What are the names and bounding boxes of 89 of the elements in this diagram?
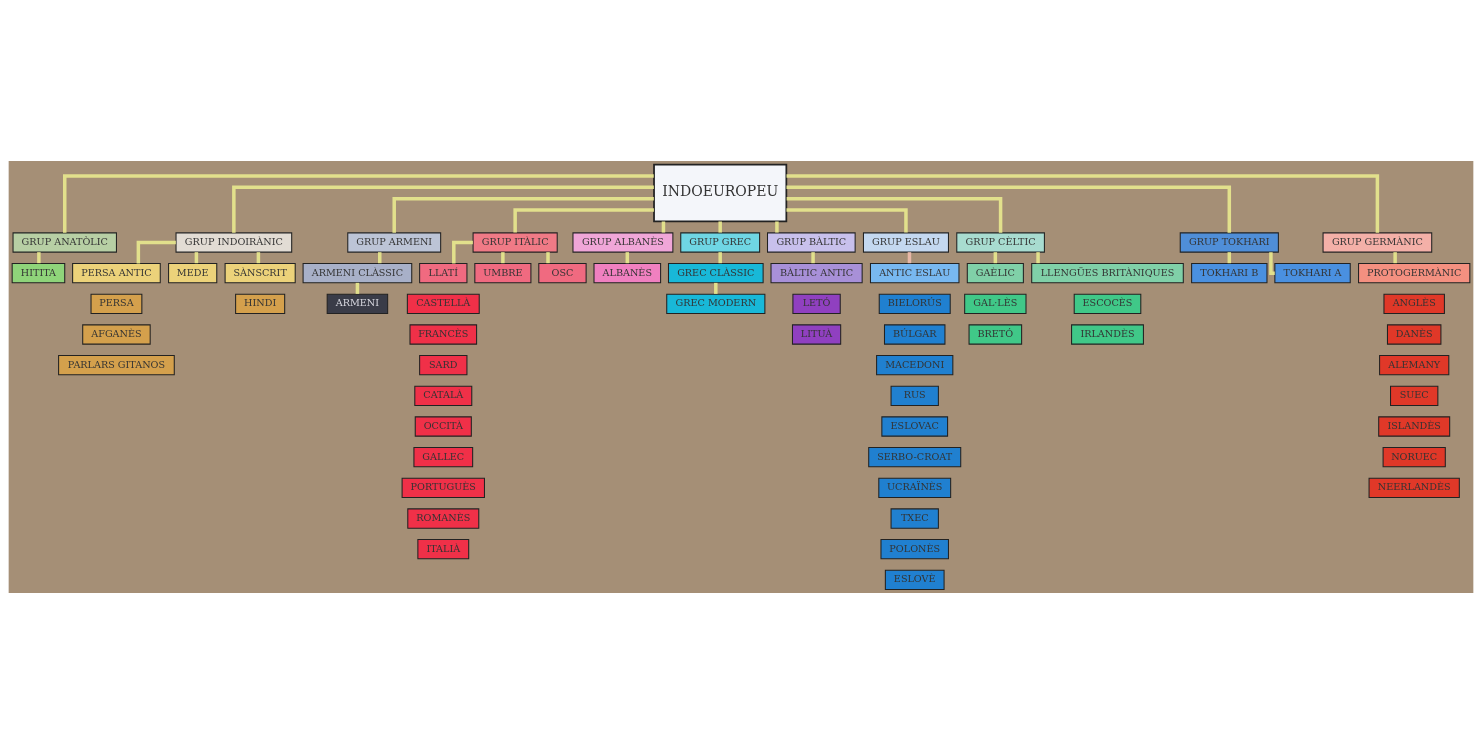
- node-box: TOKHARI B: [1191, 263, 1268, 284]
- node-box: CASTELLÀ: [406, 293, 480, 314]
- connector: [63, 174, 654, 233]
- node-box: POLONÈS: [880, 539, 949, 560]
- node-box: SERBO-CROAT: [868, 447, 962, 468]
- connector: [378, 252, 382, 264]
- node-box: ARMENI CLÀSSIC: [302, 263, 413, 284]
- node-box: ESCOCÈS: [1073, 293, 1142, 314]
- node-box: GRUP CÈLTIC: [956, 232, 1045, 253]
- connector: [513, 208, 654, 233]
- node-box: GALLEC: [413, 447, 474, 468]
- connector: [718, 252, 722, 264]
- node-box: LITUÀ: [791, 324, 842, 345]
- node-box: GRUP INDOIRÀNIC: [175, 232, 293, 253]
- connector: [546, 252, 550, 264]
- node-box: ARMENI: [326, 293, 389, 314]
- node-box: PERSA: [90, 293, 143, 314]
- connector: [786, 196, 1003, 233]
- connector: [501, 252, 505, 264]
- connector: [1036, 252, 1040, 264]
- node-box: DANÈS: [1386, 324, 1442, 345]
- node-box: NEERLANDÈS: [1368, 477, 1460, 498]
- connector: [786, 174, 1380, 233]
- node-box: GAL·LÈS: [964, 293, 1027, 314]
- connector: [718, 221, 722, 233]
- node-box: LLENGÜES BRITÀNIQUES: [1031, 263, 1184, 284]
- node-box: PORTUGUÈS: [401, 477, 485, 498]
- node-box: CATALÀ: [414, 385, 473, 406]
- node-box: NORUEC: [1382, 447, 1446, 468]
- node-box: PERSA ANTIC: [72, 263, 161, 284]
- node-box: GRUP BÀLTIC: [767, 232, 856, 253]
- node-box: MEDE: [168, 263, 218, 284]
- node-box: INDOEUROPEU: [653, 163, 788, 223]
- node-box: ALEMANY: [1379, 355, 1450, 376]
- node-box: IRLANDÈS: [1071, 324, 1144, 345]
- node-box: FRANCÈS: [409, 324, 478, 345]
- connector: [714, 282, 718, 294]
- connector: [452, 240, 473, 264]
- node-box: PROTOGERMÀNIC: [1358, 263, 1471, 284]
- node-box: TXEC: [890, 508, 939, 529]
- node-box: UMBRE: [474, 263, 532, 284]
- node-box: LETÓ: [792, 293, 841, 314]
- node-box: ISLANDÈS: [1378, 416, 1451, 437]
- node-box: GRUP ARMENI: [347, 232, 442, 253]
- connector: [786, 208, 908, 233]
- node-box: SUEC: [1390, 385, 1439, 406]
- node-box: GRUP ITÀLIC: [472, 232, 558, 253]
- node-box: OCCITÀ: [414, 416, 472, 437]
- node-box: BIELORÚS: [878, 293, 951, 314]
- connector: [661, 221, 666, 233]
- node-box: GRUP TOKHARI: [1179, 232, 1279, 253]
- node-box: ROMANÈS: [407, 508, 480, 529]
- node-box: ANTIC ESLAU: [869, 263, 960, 284]
- node-box: RUS: [890, 385, 939, 406]
- node-box: ESLOVAC: [881, 416, 949, 437]
- node-box: GRUP GREC: [680, 232, 761, 253]
- node-box: PARLARS GITANOS: [58, 355, 175, 376]
- node-box: AFGANÈS: [82, 324, 151, 345]
- node-box: ALBANÈS: [593, 263, 662, 284]
- connector: [811, 252, 815, 264]
- node-box: SÀNSCRIT: [224, 263, 296, 284]
- connector: [392, 196, 654, 233]
- node-box: TOKHARI A: [1274, 263, 1351, 284]
- connector: [37, 252, 41, 264]
- node-box: ITALIÀ: [417, 539, 470, 560]
- connector: [775, 221, 779, 233]
- node-box: GAÈLIC: [966, 263, 1024, 284]
- node-box: ANGLÈS: [1383, 293, 1445, 314]
- node-box: UCRAÏNÈS: [878, 477, 952, 498]
- node-box: ESLOVÈ: [884, 569, 945, 590]
- node-box: GRUP GERMÀNIC: [1322, 232, 1433, 253]
- node-box: BÀLTIC ANTIC: [770, 263, 863, 284]
- node-box: GRUP ANATÒLIC: [12, 232, 117, 253]
- node-box: OSC: [538, 263, 587, 284]
- node-box: GREC CLÀSSIC: [667, 263, 764, 284]
- node-box: MACEDONI: [876, 355, 954, 376]
- connector: [786, 185, 1232, 233]
- node-box: BRETÓ: [968, 324, 1023, 345]
- node-box: SARD: [419, 355, 468, 376]
- node-box: HITITA: [11, 263, 66, 284]
- connector: [1269, 252, 1275, 275]
- connector: [1393, 252, 1397, 264]
- node-box: HINDI: [235, 293, 286, 314]
- node-box: GRUP ALBANÈS: [572, 232, 674, 253]
- node-box: BÚLGAR: [883, 324, 946, 345]
- connector: [232, 185, 654, 233]
- node-box: LLATÍ: [419, 263, 468, 284]
- node-box: GRUP ESLAU: [862, 232, 949, 253]
- node-box: GREC MODERN: [666, 293, 766, 314]
